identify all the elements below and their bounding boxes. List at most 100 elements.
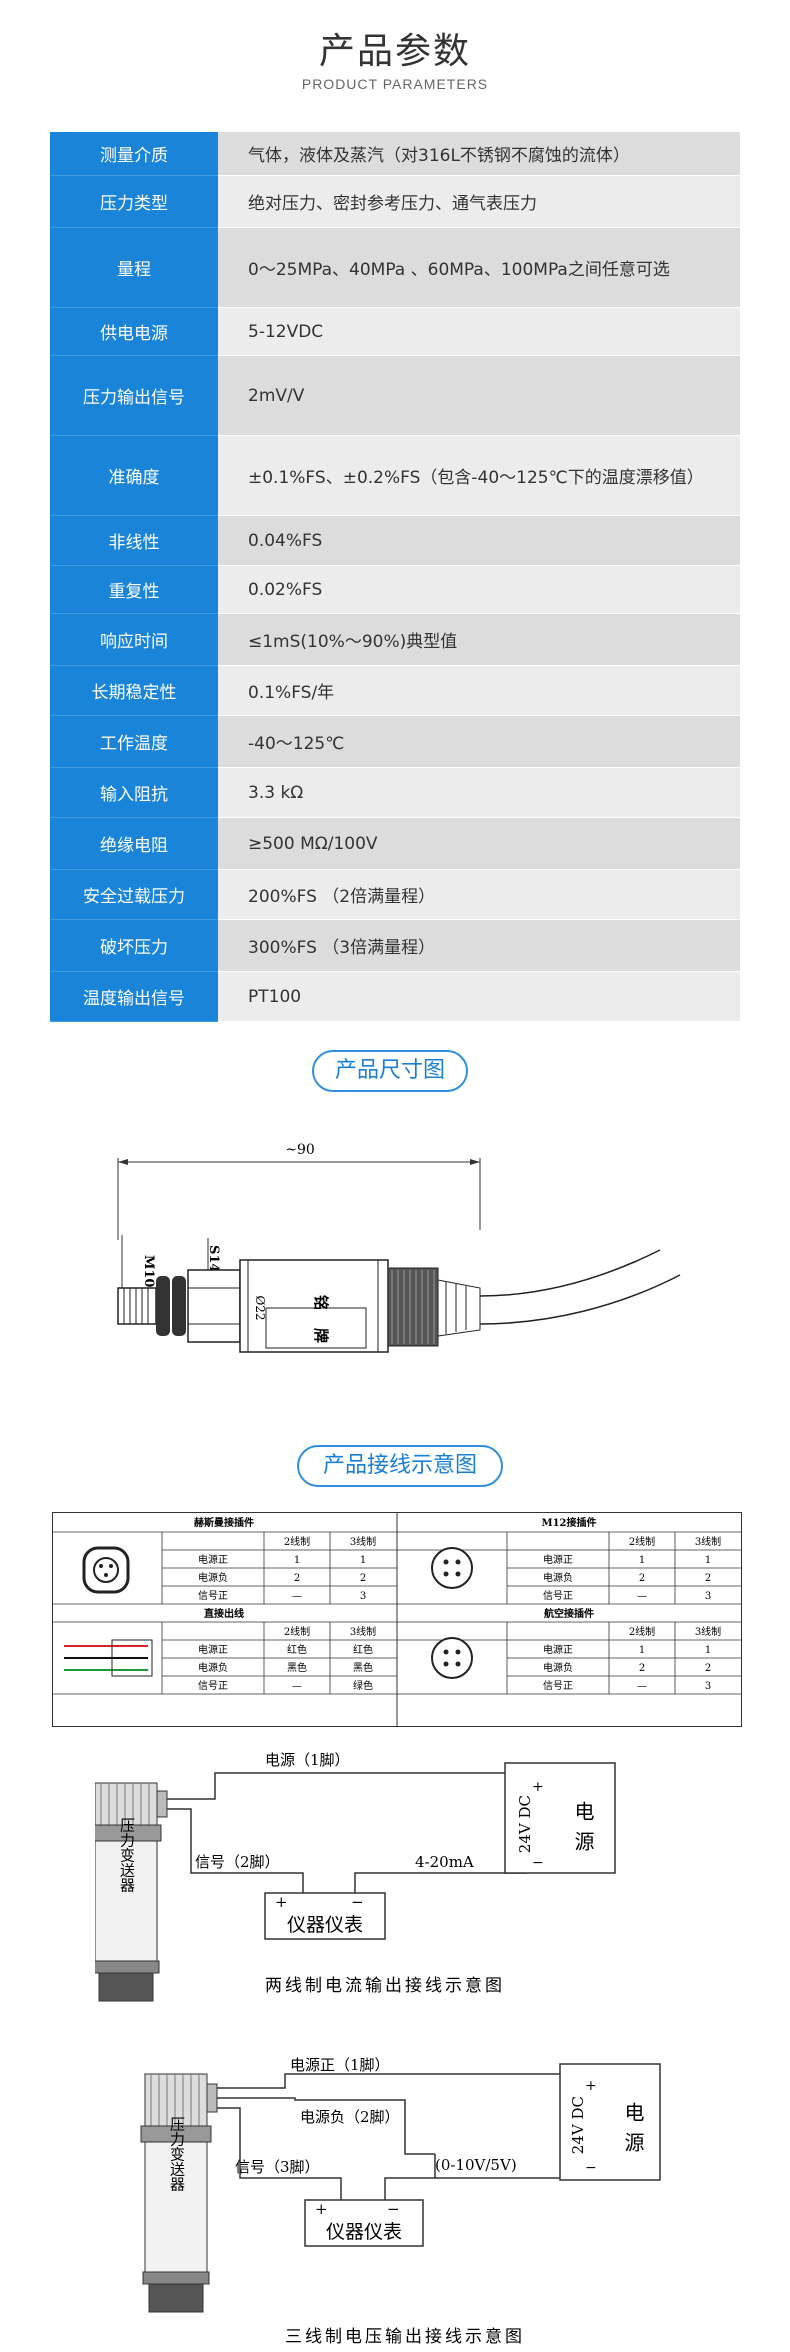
pin-cell: 2 — [639, 1573, 645, 1584]
param-value: 绝对压力、密封参考压力、通气表压力 — [218, 176, 740, 228]
pin-cell: 绿色 — [353, 1679, 373, 1692]
wiring-section-title: 产品接线示意图 — [297, 1445, 503, 1487]
sensor-label: 压力变送器 — [118, 1818, 136, 1893]
param-value: ≤1mS(10%～90%)典型值 — [218, 614, 740, 666]
power-supply-box — [559, 2063, 661, 2181]
power-label: 电源（1脚） — [265, 1751, 350, 1769]
length-label: ~90 — [285, 1142, 315, 1158]
pin-cell: 电源正 — [543, 1643, 573, 1656]
instrument-label: 仪器仪表 — [326, 2221, 402, 2243]
instrument-box — [264, 1892, 386, 1940]
param-value: ±0.1%FS、±0.2%FS（包含-40～125℃下的温度漂移值） — [218, 436, 740, 516]
aviation-connector-icon — [431, 1637, 473, 1679]
param-value: 5-12VDC — [218, 308, 740, 356]
param-value: 2mV/V — [218, 356, 740, 436]
pin-cell: 1 — [705, 1555, 711, 1566]
param-value: 300%FS （3倍满量程） — [218, 920, 740, 972]
col-2wire: 2线制 — [284, 1625, 310, 1638]
col-2wire: 2线制 — [629, 1535, 655, 1548]
param-label: 破坏压力 — [50, 920, 218, 972]
param-value: 0.1%FS/年 — [218, 666, 740, 716]
param-value: ≥500 MΩ/100V — [218, 818, 740, 870]
pin-cell: 电源正 — [543, 1553, 573, 1566]
pin-cell: 3 — [360, 1591, 366, 1602]
pin-cell: 信号正 — [543, 1680, 573, 1692]
supply-plus: + — [532, 1779, 544, 1795]
param-label: 量程 — [50, 228, 218, 308]
pin-cell: 信号正 — [198, 1590, 228, 1602]
two-wire-diagram: 压力变送器 电源（1脚） 信号（2脚） 4-20mA + − 仪器仪表 24V … — [95, 1751, 616, 2002]
param-label: 重复性 — [50, 566, 218, 614]
supply-voltage: 24V DC — [516, 1795, 534, 1853]
param-label: 压力输出信号 — [50, 356, 218, 436]
voltage-label: (0-10V/5V) — [435, 2156, 517, 2174]
hirschmann-header: 赫斯曼接插件 — [194, 1516, 254, 1529]
param-value: PT100 — [218, 972, 740, 1022]
param-row: 压力类型绝对压力、密封参考压力、通气表压力 — [50, 176, 740, 228]
page-title: 产品参数 — [318, 31, 471, 72]
instrument-box — [304, 2199, 424, 2247]
param-row: 测量介质气体，液体及蒸汽（对316L不锈钢不腐蚀的流体） — [50, 132, 740, 176]
supply-voltage: 24V DC — [569, 2096, 587, 2154]
hirschmann-connector-icon — [82, 1546, 130, 1594]
param-label: 绝缘电阻 — [50, 818, 218, 870]
param-value: 3.3 kΩ — [218, 768, 740, 818]
param-label: 压力类型 — [50, 176, 218, 228]
params-table: 测量介质气体，液体及蒸汽（对316L不锈钢不腐蚀的流体）压力类型绝对压力、密封参… — [50, 132, 740, 1022]
pin-cell: 红色 — [353, 1643, 373, 1656]
param-label: 安全过载压力 — [50, 870, 218, 920]
supply-plus: + — [585, 2078, 597, 2094]
page-subtitle: PRODUCT PARAMETERS — [301, 76, 489, 92]
two-wire-caption: 两线制电流输出接线示意图 — [265, 1976, 505, 1996]
param-label: 温度输出信号 — [50, 972, 218, 1022]
pos-label: 电源正（1脚） — [290, 2056, 390, 2074]
param-row: 准确度±0.1%FS、±0.2%FS（包含-40～125℃下的温度漂移值） — [50, 436, 740, 516]
param-label: 非线性 — [50, 516, 218, 566]
param-value: -40～125℃ — [218, 716, 740, 768]
signal-label: 信号（2脚） — [195, 1853, 280, 1871]
col-3wire: 3线制 — [695, 1625, 721, 1638]
dimension-drawing: ~90 M10x1 S14 Ø22 铭牌 — [117, 1142, 681, 1361]
pin-cell: 2 — [360, 1573, 366, 1584]
instrument-minus: − — [387, 2200, 400, 2218]
param-label: 输入阻抗 — [50, 768, 218, 818]
three-wire-diagram: 压力变送器 电源正（1脚） 电源负（2脚） 信号（3脚） (0-10V/5V) … — [140, 2056, 661, 2347]
pin-cell: 信号正 — [198, 1680, 228, 1692]
diameter-label: Ø22 — [253, 1295, 267, 1320]
param-row: 响应时间≤1mS(10%～90%)典型值 — [50, 614, 740, 666]
pin-cell: 电源负 — [543, 1661, 573, 1674]
pin-cell: 2 — [294, 1573, 300, 1584]
pin-cell: 电源负 — [543, 1571, 573, 1584]
instrument-minus: − — [351, 1893, 364, 1911]
pin-cell: 1 — [705, 1645, 711, 1656]
param-value: 气体，液体及蒸汽（对316L不锈钢不腐蚀的流体） — [218, 132, 740, 176]
m12-header: M12接插件 — [542, 1516, 597, 1529]
pressure-transmitter-icon: 压力变送器 — [95, 1782, 168, 2002]
pin-cell: 电源正 — [198, 1553, 228, 1566]
param-value: 0.04%FS — [218, 516, 740, 566]
pin-cell: — — [637, 1591, 647, 1602]
col-2wire: 2线制 — [284, 1535, 310, 1548]
supply-name: 电源 — [571, 1801, 595, 1861]
pin-cell: 1 — [639, 1645, 645, 1656]
pin-cell: 1 — [294, 1555, 300, 1566]
param-row: 工作温度-40～125℃ — [50, 716, 740, 768]
pin-cell: 1 — [639, 1555, 645, 1566]
dimensions-section-title: 产品尺寸图 — [312, 1050, 468, 1092]
nameplate-label: 铭牌 — [312, 1295, 330, 1361]
pin-cell: 2 — [705, 1663, 711, 1674]
supply-minus: − — [532, 1855, 544, 1871]
param-value: 0～25MPa、40MPa 、60MPa、100MPa之间任意可选 — [218, 228, 740, 308]
sensor-label: 压力变送器 — [168, 2117, 186, 2192]
neg-label: 电源负（2脚） — [300, 2108, 400, 2126]
param-label: 测量介质 — [50, 132, 218, 176]
supply-name: 电源 — [621, 2102, 645, 2162]
param-label: 长期稳定性 — [50, 666, 218, 716]
